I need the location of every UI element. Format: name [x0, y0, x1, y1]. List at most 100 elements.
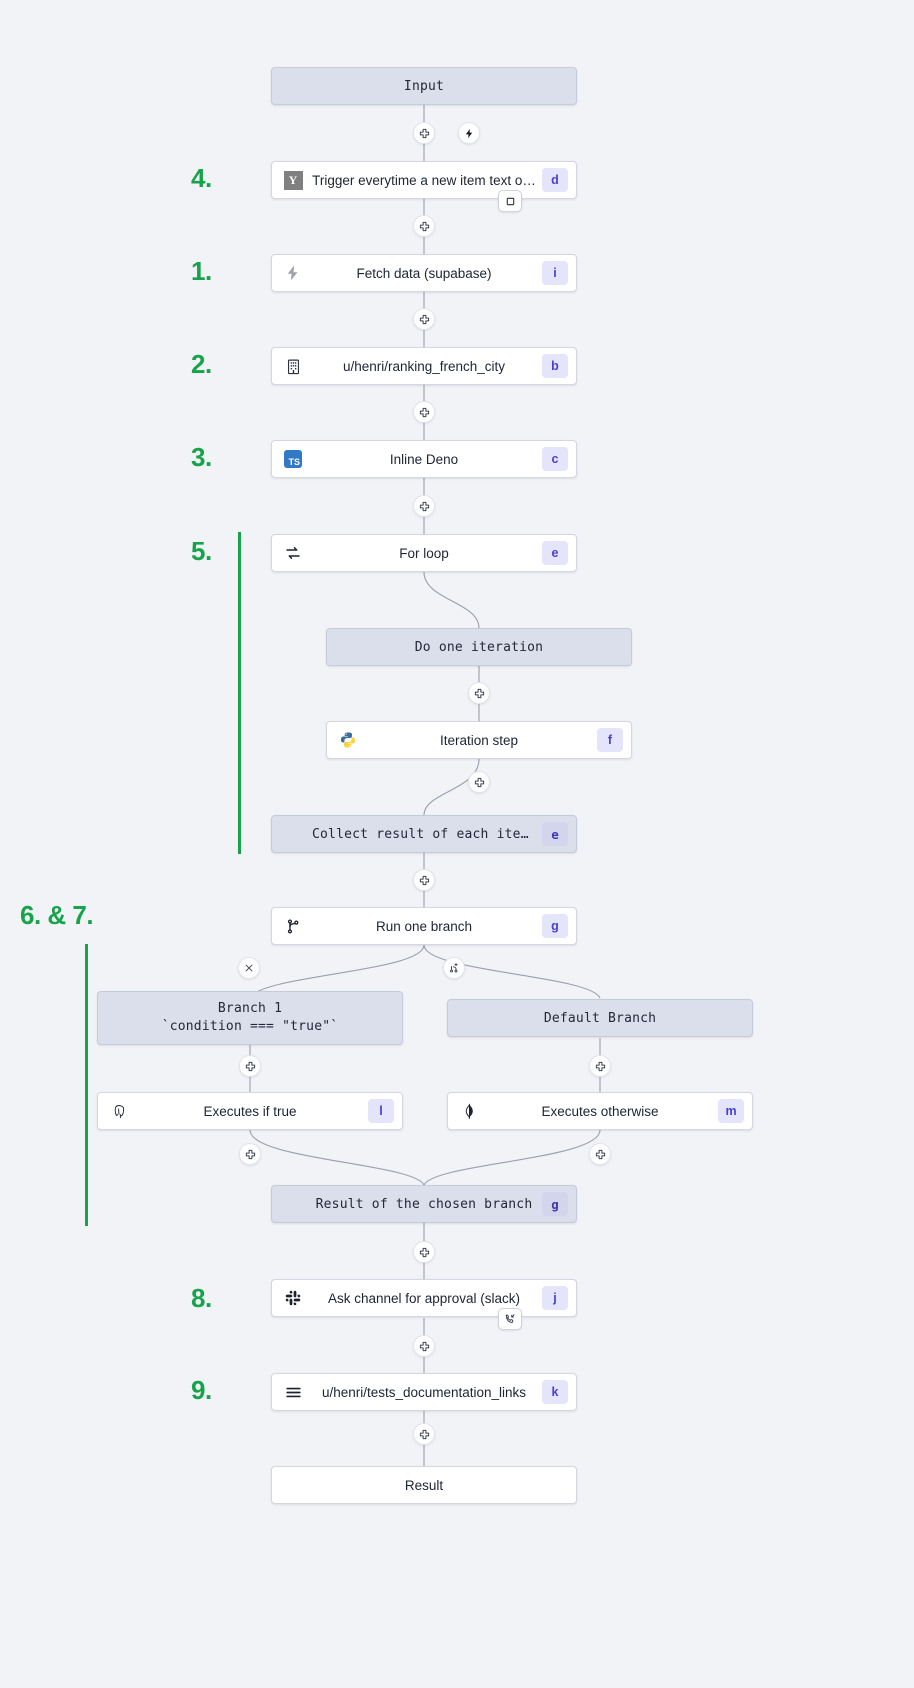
step-number-2: 2.: [191, 349, 212, 379]
node-executes-if-true-label: Executes if true: [203, 1103, 297, 1119]
node-result-chosen-branch[interactable]: Result of the chosen branch g: [271, 1185, 577, 1223]
plus-icon: [474, 777, 484, 787]
node-tests-documentation-links-label: u/henri/tests_documentation_links: [321, 1384, 527, 1400]
list-lines-icon: [283, 1382, 303, 1402]
plus-icon: [419, 1247, 429, 1257]
add-step-handle[interactable]: [589, 1055, 611, 1077]
node-executes-otherwise-label: Executes otherwise: [541, 1103, 659, 1119]
node-ranking-french-city[interactable]: u/henri/ranking_french_city b: [271, 347, 577, 385]
building-icon: [283, 356, 303, 376]
add-step-handle[interactable]: [413, 1335, 435, 1357]
node-do-one-iteration-label: Do one iteration: [414, 639, 544, 655]
node-iteration-step-badge: f: [597, 728, 623, 752]
node-run-one-branch-badge: g: [542, 914, 568, 938]
add-step-handle[interactable]: [589, 1143, 611, 1165]
node-iteration-step-label: Iteration step: [439, 732, 519, 748]
plus-icon: [419, 875, 429, 885]
node-tests-documentation-links[interactable]: u/henri/tests_documentation_links k: [271, 1373, 577, 1411]
add-step-handle[interactable]: [468, 682, 490, 704]
node-executes-otherwise-badge: m: [718, 1099, 744, 1123]
add-step-handle[interactable]: [413, 495, 435, 517]
trigger-bolt-handle[interactable]: [458, 122, 480, 144]
stop-square-icon: [506, 197, 514, 205]
node-run-one-branch-label: Run one branch: [375, 918, 473, 934]
add-step-handle[interactable]: [413, 1241, 435, 1263]
add-step-handle[interactable]: [413, 1423, 435, 1445]
node-collect-result[interactable]: Collect result of each iteration e: [271, 815, 577, 853]
node-inline-deno-label: Inline Deno: [389, 451, 459, 467]
add-branch-icon: [450, 963, 458, 973]
node-ask-channel-approval-label: Ask channel for approval (slack): [327, 1290, 521, 1306]
step-number-8: 8.: [191, 1283, 212, 1313]
node-input[interactable]: Input: [271, 67, 577, 105]
plus-icon: [245, 1061, 255, 1071]
node-branch-1-title: Branch 1: [217, 1001, 283, 1017]
step-number-5: 5.: [191, 536, 212, 566]
step-number-6-7: 6. & 7.: [20, 900, 94, 930]
plus-icon: [474, 688, 484, 698]
node-executes-if-true[interactable]: Executes if true l: [97, 1092, 403, 1130]
add-step-handle[interactable]: [413, 122, 435, 144]
node-collect-result-badge: e: [542, 822, 568, 846]
node-branch-1-condition: `condition === "true"`: [161, 1019, 339, 1034]
step-number-3: 3.: [191, 442, 212, 472]
plus-icon: [419, 314, 429, 324]
node-trigger[interactable]: Y Trigger everytime a new item text o… d: [271, 161, 577, 199]
node-result-chosen-branch-label: Result of the chosen branch: [315, 1196, 533, 1212]
node-result-label: Result: [404, 1477, 444, 1493]
bracket-loop: [238, 532, 241, 854]
branch-fork-icon: [283, 916, 303, 936]
node-branch-1[interactable]: Branch 1 `condition === "true"`: [97, 991, 403, 1045]
remove-branch-handle[interactable]: [238, 957, 260, 979]
plus-icon: [595, 1149, 605, 1159]
postgresql-icon: [109, 1101, 129, 1121]
bracket-branch: [85, 944, 88, 1226]
plus-icon: [419, 1429, 429, 1439]
node-result[interactable]: Result: [271, 1466, 577, 1504]
node-default-branch-label: Default Branch: [543, 1010, 657, 1026]
node-trigger-label: Trigger everytime a new item text o…: [312, 172, 536, 188]
node-for-loop-badge: e: [542, 541, 568, 565]
node-ranking-french-city-label: u/henri/ranking_french_city: [342, 358, 506, 374]
add-step-handle[interactable]: [413, 401, 435, 423]
plus-icon: [419, 1341, 429, 1351]
node-for-loop[interactable]: For loop e: [271, 534, 577, 572]
plus-icon: [595, 1061, 605, 1071]
step-number-4: 4.: [191, 163, 212, 193]
node-iteration-step[interactable]: Iteration step f: [326, 721, 632, 759]
supabase-bolt-icon: [283, 263, 303, 283]
approval-callback-chip[interactable]: [498, 1308, 522, 1330]
add-step-handle[interactable]: [413, 308, 435, 330]
step-number-1: 1.: [191, 256, 212, 286]
node-ask-channel-approval-badge: j: [542, 1286, 568, 1310]
node-input-label: Input: [403, 78, 445, 94]
phone-callback-icon: [505, 1314, 515, 1323]
node-run-one-branch[interactable]: Run one branch g: [271, 907, 577, 945]
close-x-icon: [245, 964, 253, 972]
add-step-handle[interactable]: [413, 869, 435, 891]
bolt-icon: [465, 128, 472, 138]
add-step-handle[interactable]: [413, 215, 435, 237]
add-step-handle[interactable]: [239, 1055, 261, 1077]
node-collect-result-label: Collect result of each iteration: [312, 826, 569, 842]
plus-icon: [245, 1149, 255, 1159]
node-inline-deno-badge: c: [542, 447, 568, 471]
loop-arrows-icon: [283, 543, 303, 563]
node-default-branch[interactable]: Default Branch: [447, 999, 753, 1037]
plus-icon: [419, 407, 429, 417]
node-for-loop-label: For loop: [399, 545, 449, 561]
plus-icon: [419, 221, 429, 231]
add-step-handle[interactable]: [468, 771, 490, 793]
node-executes-otherwise[interactable]: Executes otherwise m: [447, 1092, 753, 1130]
node-result-chosen-branch-badge: g: [542, 1192, 568, 1216]
plus-icon: [419, 128, 429, 138]
add-step-handle[interactable]: [239, 1143, 261, 1165]
node-fetch-data[interactable]: Fetch data (supabase) i: [271, 254, 577, 292]
add-branch-handle[interactable]: [443, 957, 465, 979]
stop-square-chip[interactable]: [498, 190, 522, 212]
plus-icon: [419, 501, 429, 511]
node-inline-deno[interactable]: TS Inline Deno c: [271, 440, 577, 478]
node-ask-channel-approval[interactable]: Ask channel for approval (slack) j: [271, 1279, 577, 1317]
node-do-one-iteration[interactable]: Do one iteration: [326, 628, 632, 666]
